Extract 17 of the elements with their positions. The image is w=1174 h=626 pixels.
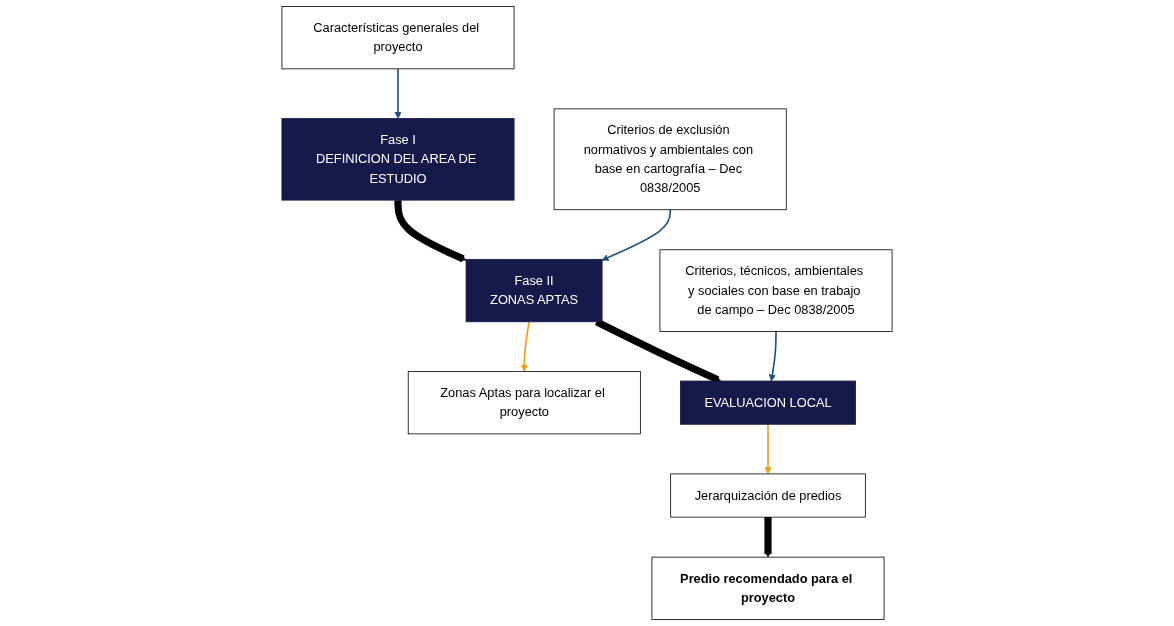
arrow — [764, 423, 772, 475]
arrow — [595, 318, 722, 383]
node-box: Zonas Aptas para localizar el proyecto — [407, 371, 641, 435]
node-box: EVALUACION LOCAL — [680, 380, 856, 425]
node-box: Criterios, técnicos, ambientales y sociales con base en trabajo de campo – Dec 0838/2005 — [659, 249, 893, 332]
arrow — [601, 208, 671, 261]
node-box: Jerarquización de predios — [670, 473, 866, 518]
node-box: Predio recomendado para el proyecto — [651, 556, 885, 620]
arrow — [520, 321, 530, 372]
node-box: Criterios de exclusión normativos y ambientales con base en cartografía – Dec 0838/2005 — [553, 108, 787, 211]
arrow — [764, 516, 772, 558]
arrow — [394, 200, 467, 263]
node-box: Fase II ZONAS APTAS — [465, 258, 603, 323]
arrow — [768, 330, 777, 382]
node-box: Características generales del proyecto — [281, 6, 515, 70]
arrow — [394, 68, 402, 119]
node-box: Fase I DEFINICION DEL AREA DE ESTUDIO — [281, 118, 515, 201]
